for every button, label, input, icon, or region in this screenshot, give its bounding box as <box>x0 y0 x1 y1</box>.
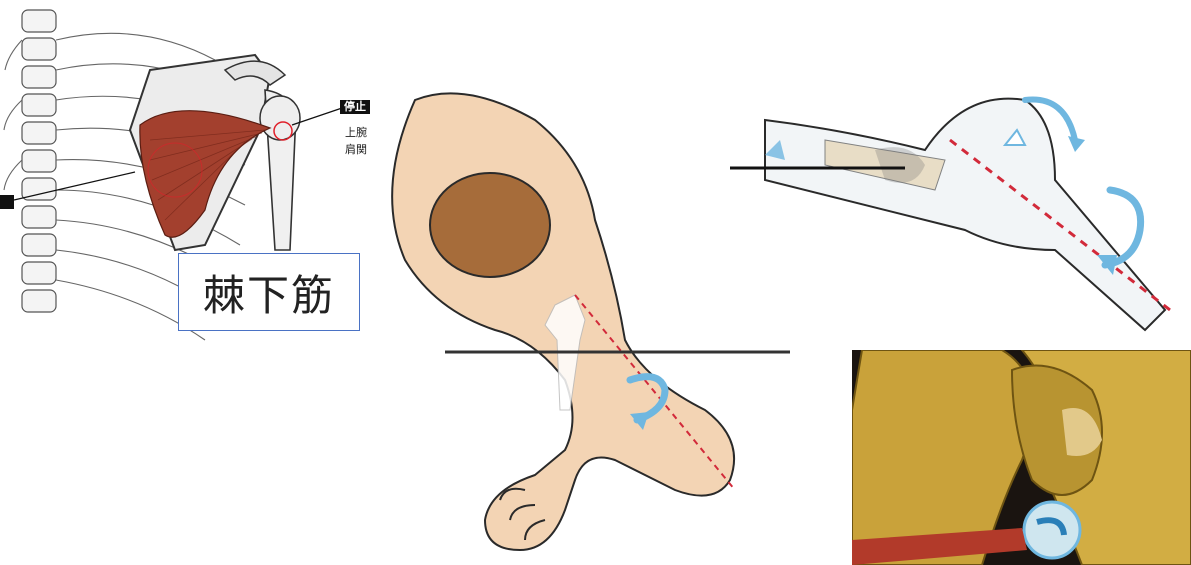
head <box>430 173 550 277</box>
insertion-text-line2: 肩関 <box>345 141 367 157</box>
muscle-label-box: 棘下筋 <box>178 253 360 331</box>
insertion-tag: 停止 <box>340 100 370 114</box>
scapula-illustration-panel: 停止 上腕 肩関 棘下筋 <box>0 0 370 345</box>
socket-drawing <box>852 350 1191 565</box>
joint-drawing <box>725 80 1191 340</box>
muscle-label: 棘下筋 <box>203 262 335 323</box>
joint-section-illustration <box>725 80 1191 340</box>
socket-closeup-illustration <box>852 350 1191 565</box>
humeral-head <box>765 99 1165 330</box>
origin-tag <box>0 195 14 209</box>
spine <box>22 10 56 312</box>
insertion-text-line1: 上腕 <box>345 124 367 140</box>
